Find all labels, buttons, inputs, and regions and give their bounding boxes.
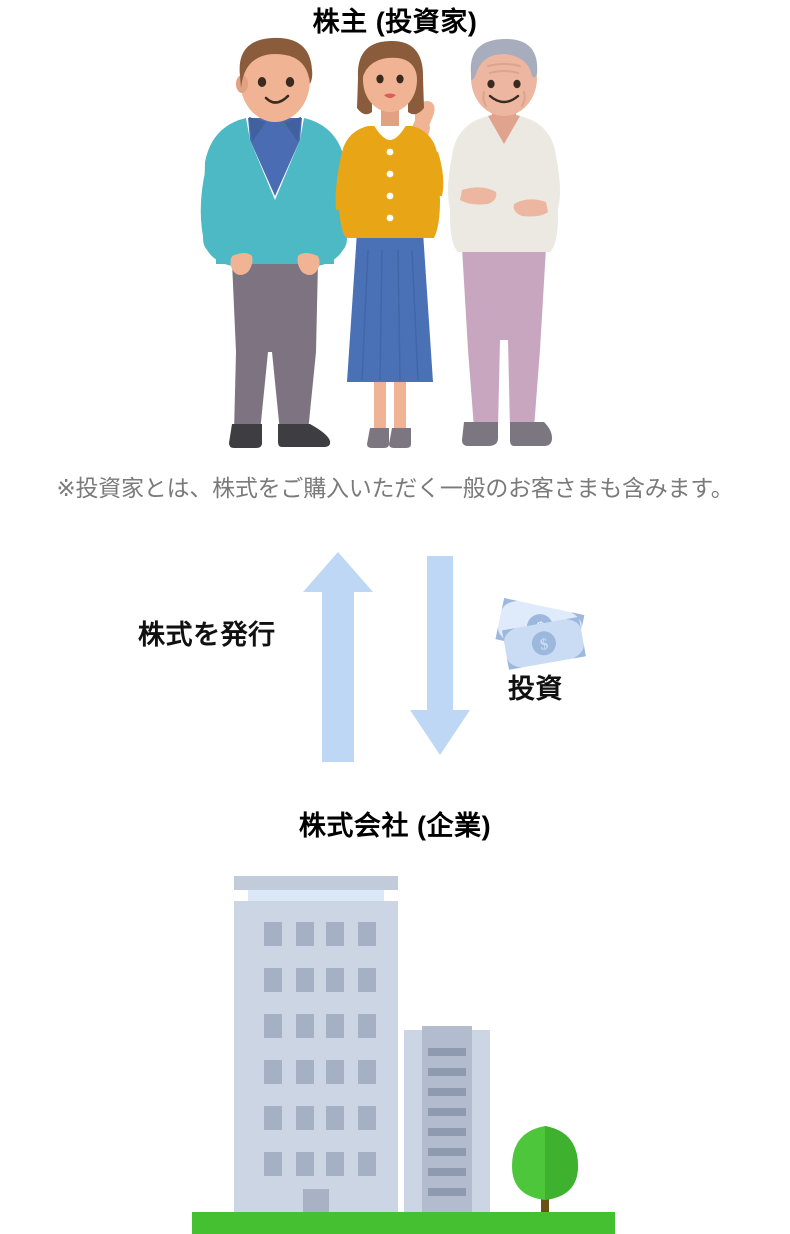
elderly-man-sleeve-left [448,156,488,223]
tower-sides [404,1030,490,1212]
elderly-man-shoe-right [510,422,552,446]
elderly-man-sweater [450,116,558,252]
young-man-ear [236,75,248,93]
young-man-face [240,38,310,122]
woman-skirt [347,232,433,382]
woman-face [363,48,417,112]
elderly-man-smile-lines [482,91,526,107]
tower-building [404,1026,490,1212]
young-man-arm-left [200,168,244,266]
young-man-sweater [203,118,347,264]
woman-eye-right [396,74,404,84]
woman-cardigan [339,126,440,238]
young-man-hair [239,37,313,88]
young-man-neck [262,108,288,134]
shareholder-group-title: 株主 (投資家) [312,7,478,37]
elderly-man-hair [470,38,538,80]
woman-eye-left [376,74,384,84]
woman-buttons [386,148,394,222]
issue-shares-label: 株式を発行 [138,620,276,650]
elderly-man-shoe-left [462,422,498,446]
ground-strip [192,1212,615,1234]
elderly-man-eye-right [513,79,521,89]
figure-elderly-man [448,38,560,446]
woman-hair-back [357,40,424,115]
figure-woman [335,40,444,448]
elderly-man-neck [492,106,516,128]
office-building [234,876,398,1213]
building-roof-band [248,890,384,904]
elderly-man-eye-left [487,79,495,89]
down-arrow-investment [410,556,470,755]
young-man-eye-right [285,77,295,87]
young-man-shoe-right [278,424,331,447]
young-man-hand-right [297,253,320,275]
svg-text:$: $ [534,617,547,637]
woman-sleeve-right [424,152,444,196]
woman-leg-right [394,382,406,432]
tree-trunk [541,1180,549,1214]
tree-leaves-light [512,1126,578,1200]
money-bills-icon: $ $ [495,598,586,670]
building-roof-cap [234,876,398,890]
investment-label: 投資 [508,674,564,704]
elderly-man-pants [462,248,546,428]
tree [512,1126,578,1214]
building-windows [264,922,376,1176]
figure-young-man [200,37,350,448]
woman-sleeve-left [335,152,356,212]
young-man-shirt [248,118,302,196]
elderly-man-forehead-lines [487,63,521,74]
young-man-collar-left [249,117,266,142]
elderly-man-hand-right [513,199,548,217]
woman-shoe-right [389,428,411,448]
elderly-man-hand-left [460,187,497,205]
investor-note: ※投資家とは、株式をご購入いただく一般のお客さまも含みます。 [56,475,734,501]
woman-mouth [384,93,396,98]
elderly-man-crossed-arms [458,198,552,222]
young-man-shoe-left [229,424,262,448]
tree-leaves-dark [545,1126,578,1200]
woman-arm-left [345,150,362,238]
woman-leg-left [374,382,386,432]
young-man-collar-right [284,117,301,142]
woman-collar [372,118,408,140]
tower-windows [428,1048,466,1196]
up-arrow-issue-shares [303,552,373,762]
company-group-title: 株式会社 (企業) [298,811,492,841]
svg-text:$: $ [539,636,550,654]
young-man-eye-left [257,77,267,87]
woman-skirt-pleats [361,249,419,381]
woman-arm-raised [400,118,430,154]
elderly-man-sleeve-right [520,156,560,223]
elderly-man-mouth [488,94,520,104]
young-man-arm-right [306,168,350,266]
woman-neck [381,106,399,126]
young-man-mouth [264,94,290,104]
young-man-hand-left [230,253,253,275]
woman-shoe-left [367,428,389,448]
elderly-man-vneck [488,113,520,144]
woman-hair-bangs [362,46,418,76]
elderly-man-face [471,40,537,116]
young-man-pants [232,262,318,432]
tower-core [422,1026,472,1212]
woman-hand-waving [415,101,435,126]
building-body [234,901,398,1212]
building-door [303,1189,329,1213]
